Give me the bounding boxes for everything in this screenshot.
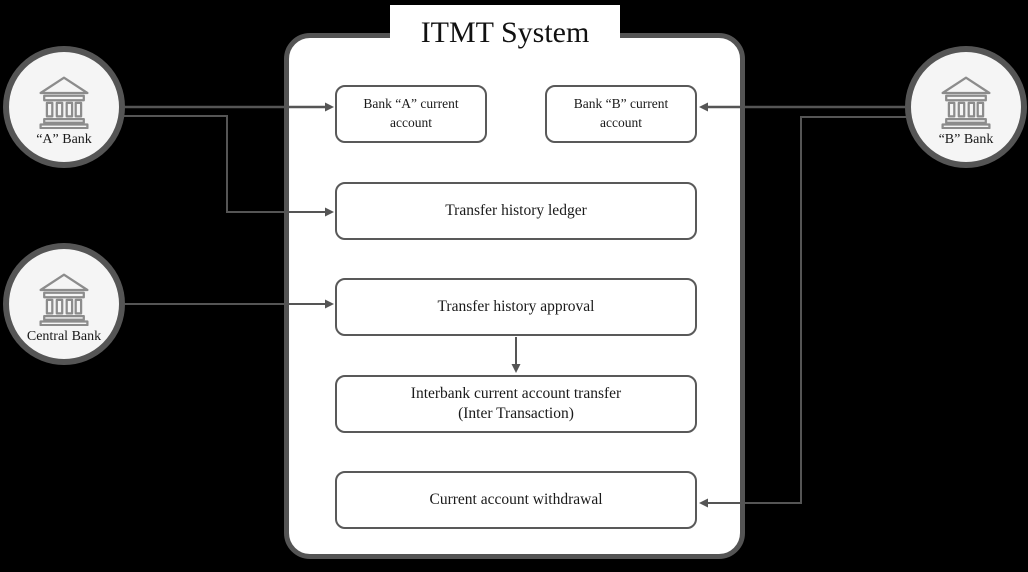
box-interbank-sublabel: (Inter Transaction) [458,405,574,422]
box-approval-label: Transfer history approval [437,297,595,315]
box-transfer-history-approval: Transfer history approval [335,278,697,336]
system-title-box: ITMT System [390,5,620,61]
box-current-account-withdrawal: Current account withdrawal [335,471,697,529]
actor-central-bank: Central Bank [3,243,125,365]
actor-central-bank-label: Central Bank [26,328,102,344]
box-bank-a-label: Bank “A” current account [363,96,459,130]
box-bank-b-current-account: Bank “B” current account [545,85,697,143]
actor-a-bank-label: “A” Bank [36,131,92,147]
box-transfer-history-ledger: Transfer history ledger [335,182,697,240]
box-withdrawal-label: Current account withdrawal [429,490,603,508]
actor-b-bank-label: “B” Bank [938,131,994,147]
bank-building-icon [39,76,89,129]
box-bank-b-label: Bank “B” current account [573,96,669,130]
box-interbank-transfer: Interbank current account transfer (Inte… [335,375,697,433]
system-title: ITMT System [420,16,590,49]
actor-a-bank: “A” Bank [3,46,125,168]
bank-building-icon [941,76,991,129]
actor-b-bank: “B” Bank [905,46,1027,168]
box-bank-a-current-account: Bank “A” current account [335,85,487,143]
bank-building-icon [39,273,89,326]
box-ledger-label: Transfer history ledger [445,201,587,219]
box-interbank-label: Interbank current account transfer [410,384,622,402]
